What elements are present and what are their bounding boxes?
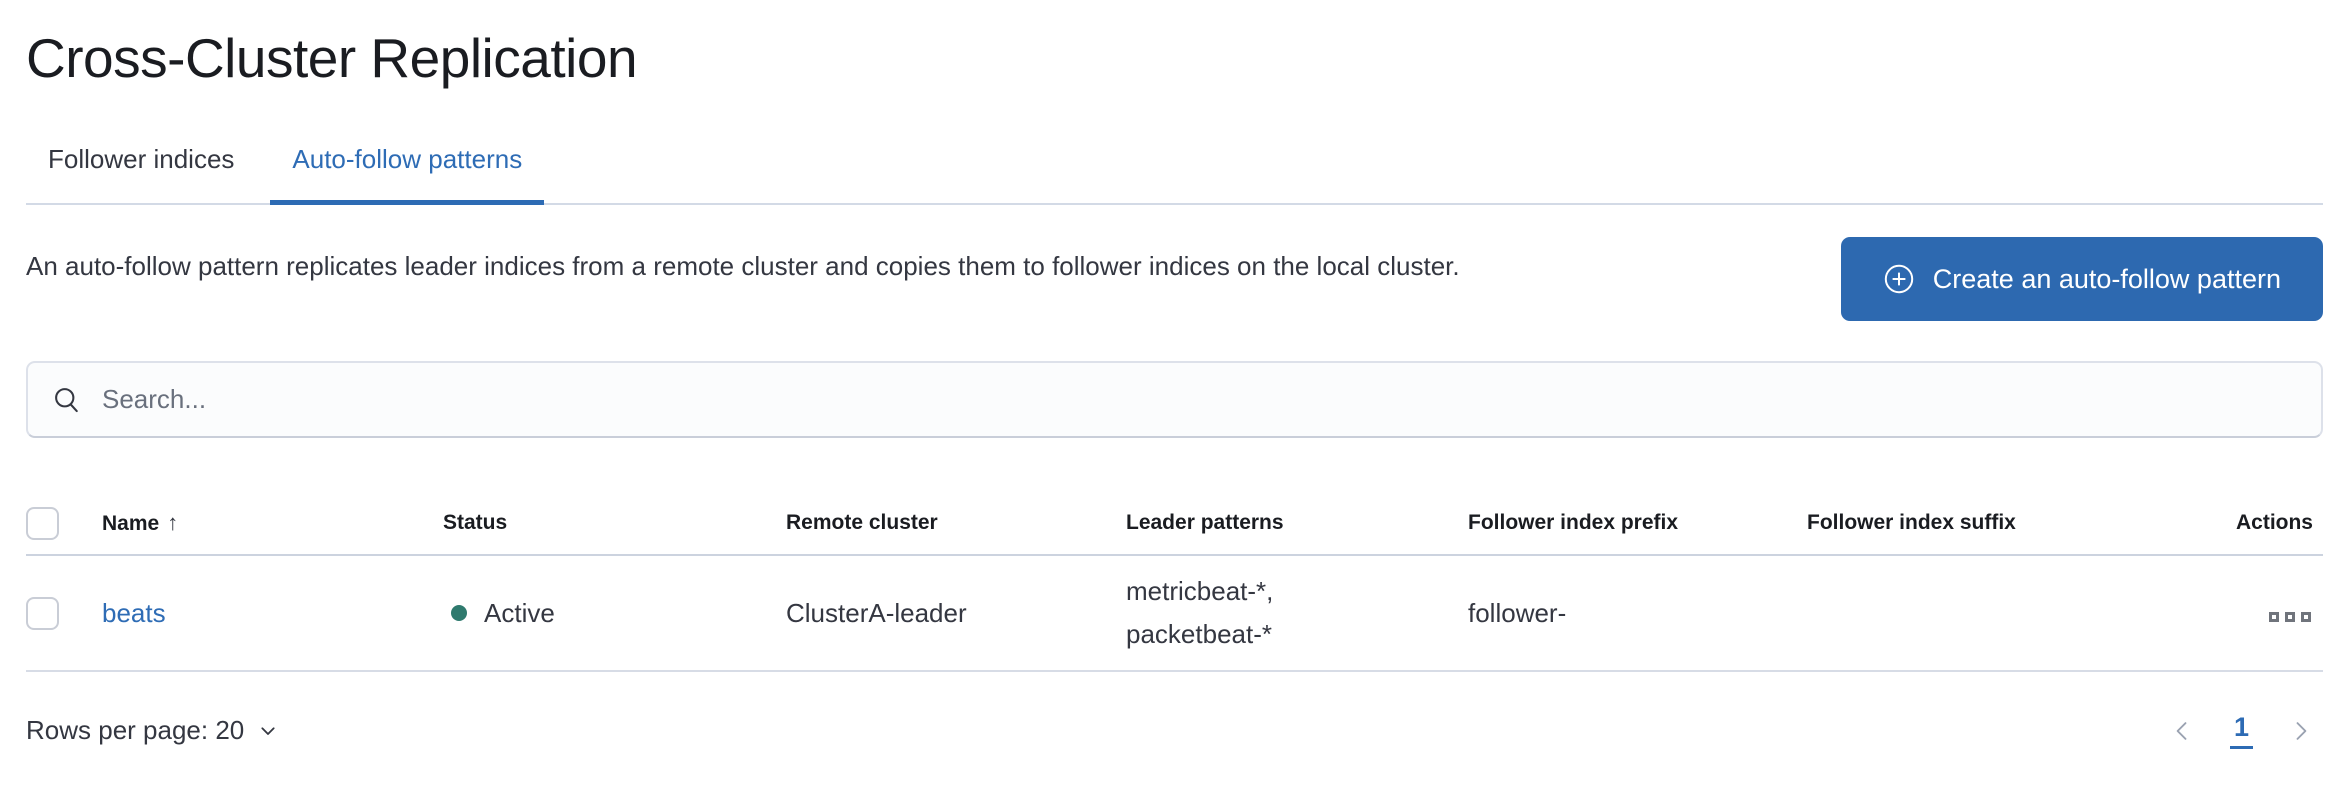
actions-cell	[2146, 598, 2323, 629]
search-icon	[52, 385, 82, 415]
table-footer: Rows per page: 20 1	[26, 712, 2323, 749]
status-cell: Active	[443, 598, 786, 629]
pagination: 1	[2168, 712, 2315, 749]
cross-cluster-replication-page: Cross-Cluster Replication Follower indic…	[26, 27, 2323, 749]
column-header-remote-cluster: Remote cluster	[786, 511, 938, 534]
pattern-name-link[interactable]: beats	[102, 597, 166, 628]
header-checkbox-cell	[26, 506, 102, 540]
column-header-follower-index-suffix: Follower index suffix	[1807, 511, 2016, 534]
previous-page-button[interactable]	[2168, 717, 2196, 745]
boxes-horizontal-icon[interactable]	[2267, 606, 2313, 628]
page-number-1[interactable]: 1	[2229, 712, 2253, 749]
tab-follower-indices[interactable]: Follower indices	[48, 144, 235, 174]
next-page-button[interactable]	[2287, 717, 2315, 745]
remote-cluster-cell: ClusterA-leader	[786, 597, 967, 628]
select-all-checkbox[interactable]	[26, 506, 59, 540]
column-header-follower-index-prefix: Follower index prefix	[1468, 511, 1679, 534]
create-auto-follow-pattern-button[interactable]: Create an auto-follow pattern	[1840, 237, 2323, 321]
column-header-status: Status	[443, 511, 508, 534]
chevron-left-icon	[2168, 717, 2196, 745]
select-row-checkbox[interactable]	[26, 596, 59, 630]
table-header-row: Name↑ Status Remote cluster Leader patte…	[26, 492, 2323, 556]
column-header-name[interactable]: Name↑	[102, 510, 179, 535]
pattern-name-cell: beats	[102, 598, 443, 629]
rows-per-page-button[interactable]: Rows per page: 20	[26, 715, 280, 746]
tab-bar: Follower indices Auto-follow patterns	[26, 138, 2323, 205]
page-description: An auto-follow pattern replicates leader…	[26, 251, 1460, 281]
sort-ascending-icon: ↑	[167, 510, 179, 535]
column-header-leader-patterns: Leader patterns	[1126, 511, 1284, 534]
table-row: beats Active ClusterA-leader metricbeat-…	[26, 556, 2323, 672]
search-input[interactable]	[102, 384, 2297, 415]
leader-patterns-cell: metricbeat-*, packetbeat-*	[1126, 576, 1274, 649]
chevron-down-icon	[256, 719, 280, 743]
status-label: Active	[484, 597, 555, 628]
follower-index-prefix-cell: follower-	[1468, 597, 1567, 628]
create-button-label: Create an auto-follow pattern	[1932, 263, 2281, 294]
tab-auto-follow-patterns[interactable]: Auto-follow patterns	[270, 138, 545, 205]
search-bar	[26, 361, 2323, 438]
intro-row: An auto-follow pattern replicates leader…	[26, 237, 2323, 321]
status-active-dot-icon	[451, 605, 467, 621]
rows-per-page-label: Rows per page: 20	[26, 715, 245, 745]
auto-follow-patterns-table: Name↑ Status Remote cluster Leader patte…	[26, 492, 2323, 672]
column-header-actions: Actions	[2235, 511, 2313, 534]
page-title: Cross-Cluster Replication	[26, 27, 638, 89]
plus-in-circle-icon	[1883, 263, 1915, 295]
row-checkbox-cell	[26, 596, 102, 630]
chevron-right-icon	[2287, 717, 2315, 745]
